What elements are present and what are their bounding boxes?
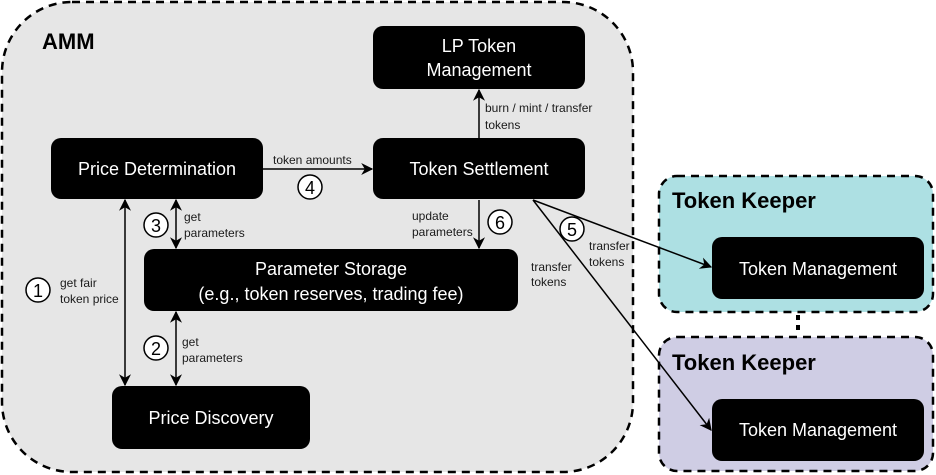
svg-text:6: 6 (495, 213, 505, 233)
edge-step3-label-1: get (184, 210, 201, 224)
edge-step1-label-1: get fair (60, 276, 97, 290)
token-keeper-title-1: Token Keeper (672, 188, 816, 213)
parameter-storage-line-1: Parameter Storage (255, 259, 407, 279)
edge-lp-label-1: burn / mint / transfer (485, 101, 592, 115)
token-settlement-label: Token Settlement (409, 159, 548, 179)
step-1-badge: 1 (25, 277, 51, 303)
ellipsis-connector (796, 315, 800, 330)
edge-step6-label-1: update (412, 209, 449, 223)
token-keeper-title-2: Token Keeper (672, 350, 816, 375)
edge-step6-label-2: parameters (412, 225, 473, 239)
parameter-storage-box: Parameter Storage (e.g., token reserves,… (144, 249, 518, 311)
edge-step1-label-2: token price (60, 292, 119, 306)
lp-token-management-box: LP Token Management (373, 26, 585, 89)
price-discovery-box: Price Discovery (112, 386, 310, 449)
token-management-label-2: Token Management (739, 420, 897, 440)
svg-text:2: 2 (151, 339, 161, 359)
step-5-badge: 5 (559, 216, 585, 242)
edge-lp-label-2: tokens (485, 118, 520, 132)
svg-text:5: 5 (567, 220, 577, 240)
token-management-label-1: Token Management (739, 259, 897, 279)
edge-step5-label-b-2: tokens (531, 275, 566, 289)
edge-step5-label-a-2: tokens (589, 255, 624, 269)
token-management-box-2: Token Management (712, 399, 924, 461)
edge-transfer-tokens-keeper-2 (532, 199, 712, 431)
step-2-badge: 2 (143, 335, 169, 361)
edge-step5-label-a-1: transfer (589, 239, 630, 253)
token-management-box-1: Token Management (712, 237, 924, 299)
edge-step4-label: token amounts (273, 153, 352, 167)
parameter-storage-line-2: (e.g., token reserves, trading fee) (198, 284, 463, 304)
svg-text:3: 3 (151, 216, 161, 236)
token-settlement-box: Token Settlement (373, 138, 585, 199)
edge-transfer-tokens-keeper-1 (532, 199, 713, 269)
svg-text:1: 1 (33, 281, 43, 301)
edge-step5-label-b-1: transfer (531, 260, 572, 274)
svg-text:4: 4 (305, 178, 315, 198)
edge-step2-label-2: parameters (182, 351, 243, 365)
price-discovery-label: Price Discovery (148, 408, 273, 428)
step-4-badge: 4 (297, 174, 323, 200)
lp-token-line-2: Management (426, 60, 531, 80)
amm-title: AMM (42, 29, 95, 54)
step-3-badge: 3 (143, 212, 169, 238)
edge-step3-label-2: parameters (184, 226, 245, 240)
edge-step2-label-1: get (182, 335, 199, 349)
price-determination-box: Price Determination (51, 138, 263, 199)
step-6-badge: 6 (487, 209, 513, 235)
lp-token-line-1: LP Token (442, 36, 516, 56)
price-determination-label: Price Determination (78, 159, 236, 179)
